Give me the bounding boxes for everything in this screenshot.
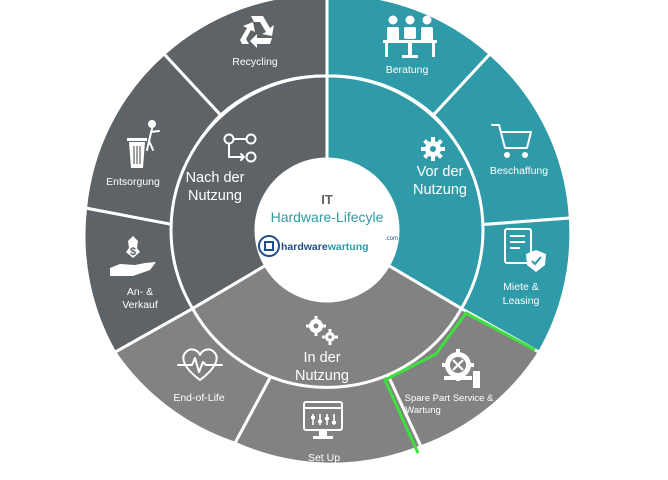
- label-miete-1: Miete &: [503, 281, 539, 293]
- center-title-it: IT: [321, 192, 333, 207]
- wrench-gear-icon: [442, 349, 480, 388]
- set-up-group: Set Up: [303, 401, 343, 464]
- hardwarewartung-logo: hardwarewartung .com: [258, 235, 398, 257]
- beschaffung-group: Beschaffung: [490, 124, 548, 177]
- phase-vor-line2: Nutzung: [413, 182, 467, 198]
- phase-vor-group: Vor der Nutzung: [413, 137, 467, 198]
- label-entsorgung: Entsorgung: [106, 176, 160, 188]
- heartbeat-icon: [177, 348, 223, 381]
- recycling-icon: [240, 16, 274, 48]
- label-end-of-life: End-of-Life: [173, 392, 225, 404]
- beratung-group: Beratung: [383, 15, 437, 76]
- contract-shield-icon: [504, 228, 546, 272]
- inner-ring: [169, 74, 485, 389]
- phase-in-der-nutzung[interactable]: [190, 263, 464, 389]
- label-beschaffung: Beschaffung: [490, 165, 548, 177]
- center-disc: IT Hardware-Lifecyle hardwarewartung .co…: [256, 159, 398, 301]
- highlight-outline: [383, 311, 536, 454]
- monitor-settings-icon: [303, 401, 343, 439]
- shopping-cart-icon: [491, 124, 532, 158]
- trash-bin-icon: [127, 120, 160, 168]
- center-title: Hardware-Lifecyle: [271, 209, 384, 225]
- money-hand-icon: $: [110, 236, 156, 276]
- phase-in-group: In der Nutzung: [295, 316, 349, 384]
- meeting-icon: [383, 15, 437, 58]
- label-beratung: Beratung: [386, 64, 429, 76]
- label-spare-1: Spare Part Service &: [405, 393, 494, 404]
- phase-in-line2: Nutzung: [295, 368, 349, 384]
- gear-icon: [421, 137, 445, 161]
- phase-nach-der-nutzung[interactable]: [169, 74, 329, 311]
- label-spare-2: Wartung: [405, 405, 441, 416]
- logo-com: .com: [385, 236, 398, 242]
- label-miete-2: Leasing: [503, 295, 540, 307]
- miete-leasing-group: Miete & Leasing: [503, 228, 546, 307]
- svg-text:hardwarewartung: hardwarewartung: [281, 241, 369, 253]
- recycling-group: Recycling: [232, 16, 278, 68]
- phase-vor-der-nutzung[interactable]: [325, 74, 485, 311]
- phase-nach-line1: Nach der: [186, 170, 245, 186]
- end-of-life-group: End-of-Life: [173, 348, 225, 404]
- phase-nach-line2: Nutzung: [188, 188, 242, 204]
- label-recycling: Recycling: [232, 56, 278, 68]
- spare-part-group: Spare Part Service & Wartung: [405, 349, 494, 416]
- label-an-verkauf-2: Verkauf: [122, 299, 158, 311]
- gears-icon: [306, 316, 338, 345]
- gears-flow-icon: [223, 133, 257, 163]
- entsorgung-group: Entsorgung: [106, 120, 160, 188]
- phase-vor-line1: Vor der: [417, 164, 464, 180]
- phase-in-line1: In der: [303, 350, 340, 366]
- svg-text:$: $: [130, 246, 136, 258]
- phase-nach-group: Nach der Nutzung: [186, 133, 257, 204]
- logo-text-accent: wartung: [327, 241, 369, 253]
- an-verkauf-group: $ An- & Verkauf: [110, 236, 158, 311]
- label-set-up: Set Up: [308, 452, 340, 464]
- label-an-verkauf-1: An- &: [127, 286, 153, 298]
- logo-text-plain: hardware: [281, 241, 328, 253]
